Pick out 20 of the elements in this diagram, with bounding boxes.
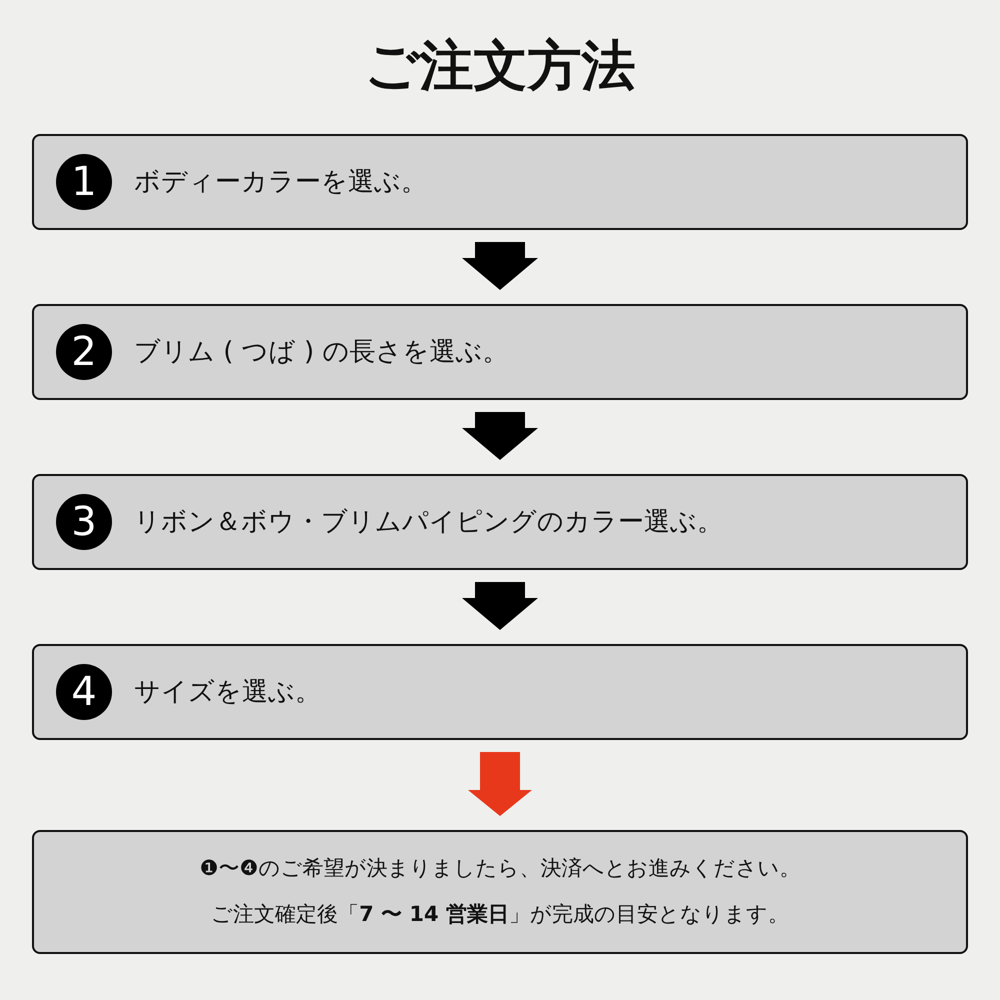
- step-text: ブリム ( つば ) の長さを選ぶ。: [134, 336, 508, 369]
- note-box: [32, 830, 968, 954]
- step-box: [32, 644, 968, 740]
- note-text: ❶〜❹のご希望が決まりましたら、決済へとお進みください。: [198, 855, 802, 882]
- step-text: リボン＆ボウ・ブリムパイピングのカラー選ぶ。: [134, 506, 723, 539]
- step-number: 3: [56, 494, 112, 550]
- note-text: ご注文確定後「7 〜 14 営業日」が完成の目安となります。: [210, 901, 790, 928]
- step-text: ボディーカラーを選ぶ。: [134, 166, 427, 199]
- step-box: [32, 474, 968, 570]
- step-number: 1: [56, 154, 112, 210]
- step-number: 2: [56, 324, 112, 380]
- step-box: [32, 304, 968, 400]
- down-arrow: [468, 752, 532, 816]
- down-arrow: [462, 412, 538, 460]
- down-arrow: [462, 242, 538, 290]
- step-box: [32, 134, 968, 230]
- step-text: サイズを選ぶ。: [134, 676, 321, 709]
- step-number: 4: [56, 664, 112, 720]
- down-arrow: [462, 582, 538, 630]
- title: ご注文方法: [364, 33, 636, 99]
